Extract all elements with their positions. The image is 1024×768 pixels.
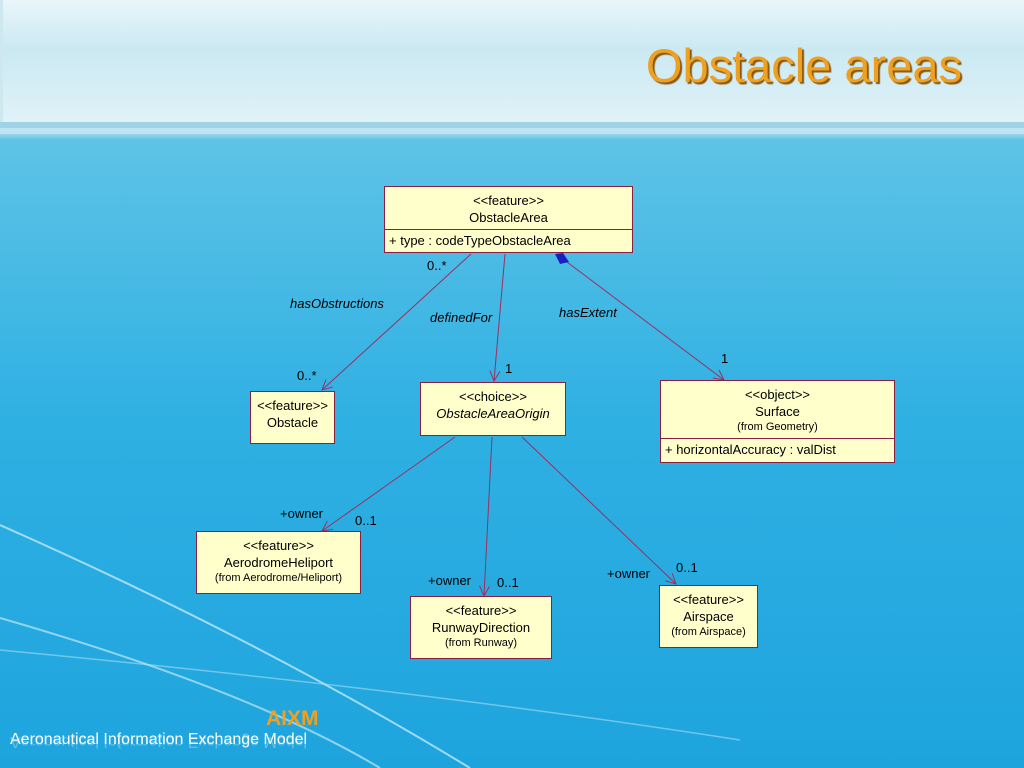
header-divider-thin — [0, 130, 1024, 134]
mult-defined-for: 1 — [505, 361, 513, 376]
class-origin-package: (from Airspace) — [671, 626, 746, 638]
class-name: Surface — [755, 404, 800, 419]
decor-curve — [0, 617, 381, 768]
mult-obstacle-area-source: 0..* — [427, 258, 447, 273]
stereotype-label: <<feature>> — [257, 398, 328, 413]
class-runway-direction[interactable]: <<feature>> RunwayDirection (from Runway… — [410, 596, 552, 659]
assoc-label-has-obstructions: hasObstructions — [290, 296, 384, 311]
stereotype-label: <<feature>> — [243, 538, 314, 553]
class-name: ObstacleArea — [469, 210, 548, 225]
assoc-label-defined-for: definedFor — [430, 310, 493, 325]
mult-has-extent: 1 — [721, 351, 729, 366]
mult-obstacle: 0..* — [297, 368, 317, 383]
role-runway-owner: +owner — [428, 573, 471, 588]
class-airspace[interactable]: <<feature>> Airspace (from Airspace) — [659, 585, 758, 648]
class-attribute: + type : codeTypeObstacleArea — [385, 229, 632, 251]
composition-diamond — [555, 253, 569, 264]
class-name: RunwayDirection — [431, 620, 531, 635]
aixm-logo: AIXM — [266, 707, 319, 730]
aixm-subtitle-reflection: Aeronautical Information Exchange Model — [10, 733, 308, 750]
assoc-has-obstructions — [322, 253, 472, 390]
assoc-airspace-owner — [521, 436, 676, 584]
mult-runway: 0..1 — [497, 575, 519, 590]
class-obstacle-area-origin[interactable]: <<choice>> ObstacleAreaOrigin — [420, 382, 566, 436]
role-airspace-owner: +owner — [607, 566, 650, 581]
decor-curve — [0, 524, 471, 768]
assoc-has-extent — [566, 261, 724, 380]
class-name: AerodromeHeliport — [223, 555, 334, 570]
class-aerodrome-heliport[interactable]: <<feature>> AerodromeHeliport (from Aero… — [196, 531, 361, 594]
header-band — [0, 0, 1024, 122]
mult-aerodrome: 0..1 — [355, 513, 377, 528]
assoc-aerodrome-owner — [322, 436, 456, 531]
class-origin-package: (from Aerodrome/Heliport) — [214, 572, 343, 584]
stereotype-label: <<feature>> — [473, 193, 544, 208]
stereotype-label: <<object>> — [744, 387, 811, 402]
stereotype-label: <<feature>> — [673, 592, 744, 607]
class-name: Airspace — [683, 609, 734, 624]
role-aerodrome-owner: +owner — [280, 506, 323, 521]
aixm-subtitle: Aeronautical Information Exchange Model — [10, 731, 308, 748]
header-divider — [0, 122, 1024, 128]
slide-title: Obstacle areas — [645, 39, 962, 92]
class-name: ObstacleAreaOrigin — [436, 406, 550, 421]
stereotype-label: <<choice>> — [459, 389, 527, 404]
assoc-defined-for — [494, 253, 506, 381]
mult-airspace: 0..1 — [676, 560, 698, 575]
class-origin-package: (from Geometry) — [737, 421, 818, 433]
stereotype-label: <<feature>> — [445, 603, 517, 618]
class-obstacle[interactable]: <<feature>> Obstacle — [250, 391, 335, 444]
assoc-label-has-extent: hasExtent — [559, 305, 617, 320]
class-surface[interactable]: <<object>> Surface (from Geometry) + hor… — [660, 380, 895, 463]
assoc-runway-owner — [484, 436, 493, 596]
decor-curve — [0, 649, 741, 741]
class-name: Obstacle — [266, 415, 319, 430]
class-origin-package: (from Runway) — [444, 637, 518, 649]
class-obstacle-area[interactable]: <<feature>> ObstacleArea + type : codeTy… — [384, 186, 633, 253]
class-attribute: + horizontalAccuracy : valDist — [661, 438, 894, 460]
